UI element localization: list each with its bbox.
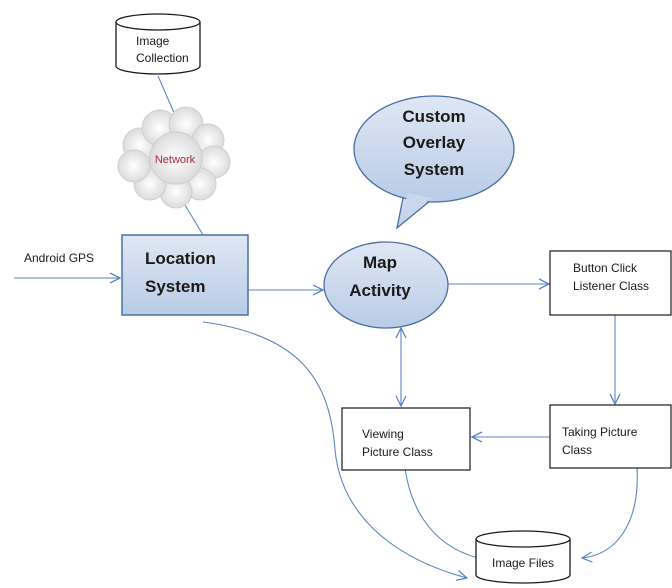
viewing-picture-box: Viewing Picture Class <box>341 407 471 471</box>
map-activity-line1: Map <box>363 253 397 272</box>
location-system-line2: System <box>145 277 205 296</box>
taking-picture-box: Taking Picture Class <box>549 404 672 469</box>
taking-picture-line1: Taking Picture <box>562 425 638 439</box>
viewing-picture-line1: Viewing <box>362 427 404 441</box>
image-collection-line2: Collection <box>136 51 189 65</box>
image-files-label: Image Files <box>492 556 554 570</box>
image-collection-line1: Image <box>136 34 170 48</box>
viewing-picture-line2: Picture Class <box>362 445 433 459</box>
edge-collection-to-network <box>157 75 176 116</box>
location-system-line1: Location <box>145 249 216 268</box>
custom-overlay-system-bubble: Custom Overlay System <box>353 95 515 230</box>
edge-location-to-imagefiles <box>202 321 467 578</box>
image-files-database: Image Files <box>475 530 571 584</box>
connectors <box>14 75 638 578</box>
custom-overlay-line2: Overlay <box>403 133 466 152</box>
button-click-line1: Button Click <box>573 261 638 275</box>
map-activity-node: Map Activity <box>323 241 449 329</box>
image-collection-database: Image Collection <box>115 13 201 75</box>
button-click-line2: Listener Class <box>573 279 649 293</box>
edge-network-to-location <box>184 204 204 236</box>
network-cloud: Network <box>117 106 231 209</box>
button-click-listener-box: Button Click Listener Class <box>549 250 672 316</box>
edge-taking-to-imagefiles <box>582 467 638 558</box>
custom-overlay-line1: Custom <box>402 107 465 126</box>
location-system-box: Location System <box>121 234 249 316</box>
taking-picture-line2: Class <box>562 443 592 457</box>
android-gps-label: Android GPS <box>24 251 94 265</box>
map-activity-line2: Activity <box>349 281 411 300</box>
custom-overlay-line3: System <box>404 160 464 179</box>
network-label: Network <box>155 154 196 166</box>
